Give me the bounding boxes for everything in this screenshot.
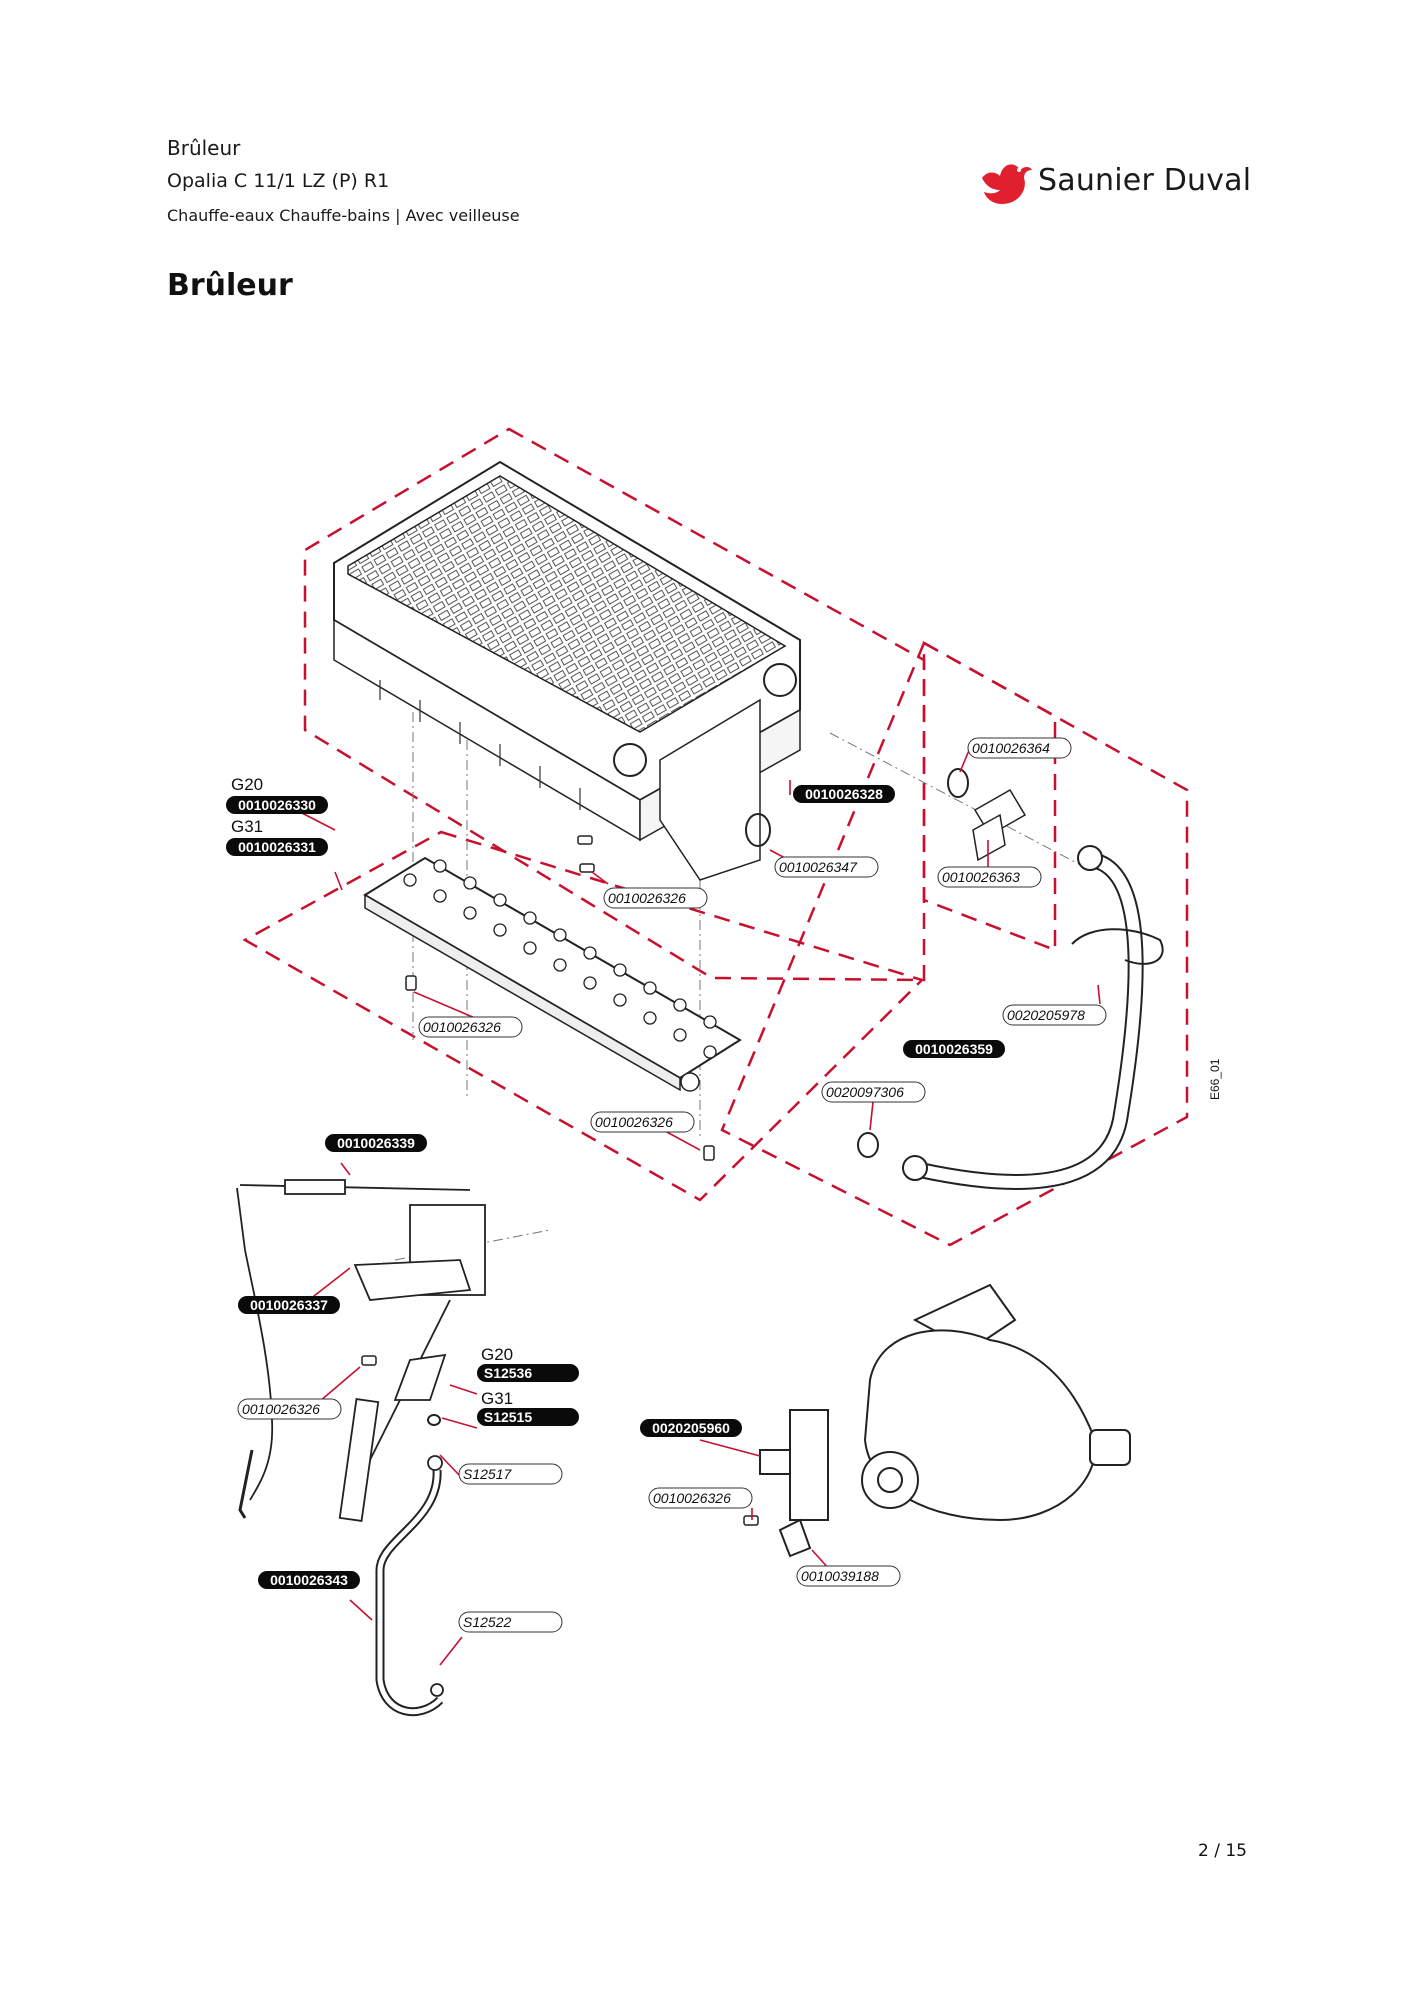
part-label-0010026326-a: 0010026326 bbox=[608, 890, 686, 906]
part-label-0010026326-d: 0010026326 bbox=[242, 1401, 320, 1417]
part-label-0010026326-e: 0010026326 bbox=[653, 1490, 731, 1506]
brand-logo: Saunier Duval bbox=[978, 156, 1252, 208]
part-label-0010026343: 0010026343 bbox=[270, 1572, 348, 1588]
part-label-0010026326-b: 0010026326 bbox=[423, 1019, 501, 1035]
gas-valve bbox=[759, 1283, 1131, 1558]
model-name: Opalia C 11/1 LZ (P) R1 bbox=[167, 170, 390, 192]
gas-supply-pipe bbox=[902, 845, 1164, 1190]
injector-rail bbox=[363, 856, 742, 1092]
dark-part-labels bbox=[226, 785, 1005, 1589]
part-label-0010026339: 0010026339 bbox=[337, 1135, 415, 1151]
page-number: 2 / 15 bbox=[1198, 1841, 1247, 1861]
part-label-0010026331: 0010026331 bbox=[238, 839, 316, 855]
product-category: Chauffe-eaux Chauffe-bains | Avec veille… bbox=[167, 206, 520, 225]
seal-group-outline bbox=[922, 640, 1057, 952]
screws bbox=[361, 835, 759, 1526]
gas-label-g31-mid: G31 bbox=[481, 1389, 513, 1408]
burner-body bbox=[333, 460, 801, 881]
connector-parts bbox=[972, 788, 1027, 862]
gas-label-g20-top: G20 bbox=[231, 775, 263, 794]
brand-name: Saunier Duval bbox=[1038, 163, 1252, 198]
part-label-0010026330: 0010026330 bbox=[238, 797, 316, 813]
part-label-0010026337: 0010026337 bbox=[250, 1297, 328, 1313]
gas-label-g31-top: G31 bbox=[231, 817, 263, 836]
part-label-S12515: S12515 bbox=[484, 1409, 532, 1425]
outlined-part-labels bbox=[237, 737, 1107, 1633]
section-name: Brûleur bbox=[167, 136, 241, 160]
part-label-0010026347: 0010026347 bbox=[779, 859, 858, 875]
bird-logo-icon bbox=[982, 164, 1032, 204]
part-label-0020205960: 0020205960 bbox=[652, 1420, 730, 1436]
part-label-0010026328: 0010026328 bbox=[805, 786, 883, 802]
part-label-0020205978: 0020205978 bbox=[1007, 1007, 1085, 1023]
injector-group-outline bbox=[242, 830, 925, 1202]
part-label-0010026363: 0010026363 bbox=[942, 869, 1020, 885]
part-label-S12536: S12536 bbox=[484, 1365, 532, 1381]
part-label-S12522: S12522 bbox=[463, 1614, 511, 1630]
part-label-0010026364: 0010026364 bbox=[972, 740, 1050, 756]
gas-label-g20-mid: G20 bbox=[481, 1345, 513, 1364]
part-label-0010039188: 0010039188 bbox=[801, 1568, 879, 1584]
seals bbox=[427, 768, 969, 1426]
page-title: Brûleur bbox=[167, 268, 293, 303]
part-label-0020097306: 0020097306 bbox=[826, 1084, 904, 1100]
drawing-code: E66_01 bbox=[1208, 1058, 1222, 1100]
pilot-assembly bbox=[236, 1179, 486, 1717]
part-label-S12517: S12517 bbox=[463, 1466, 512, 1482]
part-label-0010026359: 0010026359 bbox=[915, 1041, 993, 1057]
part-label-0010026326-c: 0010026326 bbox=[595, 1114, 673, 1130]
